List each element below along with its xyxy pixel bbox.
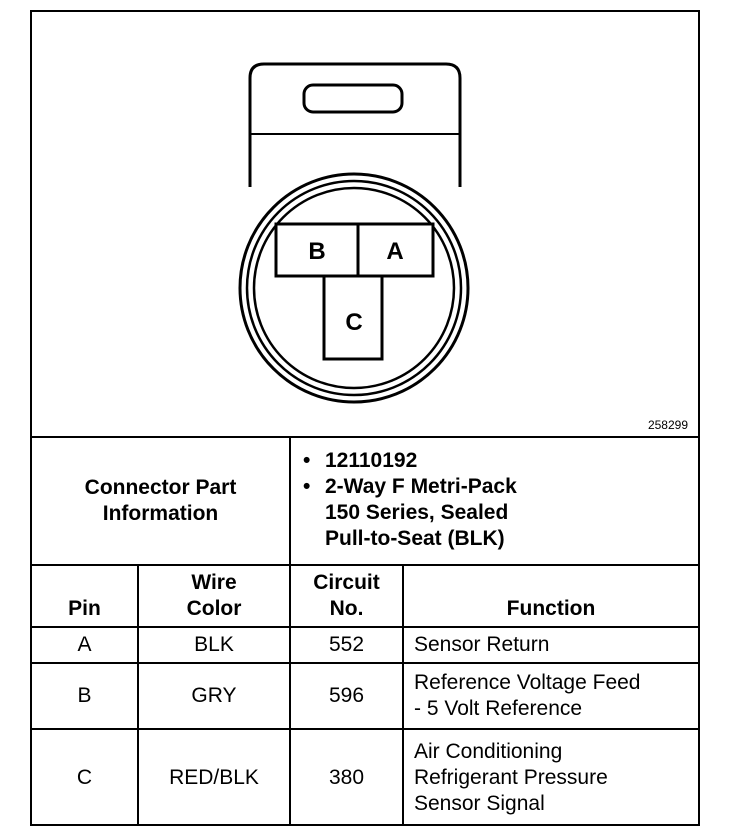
connector-table: Connector Part Information 12110192 2-Wa…	[32, 436, 698, 825]
pin-label-c: C	[345, 309, 362, 336]
figure-id: 258299	[647, 418, 688, 432]
part-description: 2-Way F Metri-Pack 150 Series, Sealed Pu…	[303, 474, 698, 552]
cell-function: Air Conditioning Refrigerant Pressure Se…	[402, 728, 698, 825]
cell-circuit: 552	[289, 626, 404, 664]
header-circuit: Circuit No.	[289, 564, 404, 628]
cavity-a	[356, 222, 435, 278]
pin-label-a: A	[386, 238, 403, 265]
connector-info-row: Connector Part Information 12110192 2-Wa…	[32, 436, 698, 566]
cell-wire-color: BLK	[137, 626, 291, 664]
cell-wire-color: RED/BLK	[137, 728, 291, 825]
table-row: A BLK 552 Sensor Return	[32, 626, 698, 664]
cell-function: Sensor Return	[402, 626, 698, 664]
cell-pin: B	[32, 662, 139, 730]
cavity-c	[322, 274, 384, 361]
connector-face-drawing: B A C	[238, 62, 470, 404]
connector-sheet: B A C 258299 Connector Part Information …	[30, 10, 700, 826]
header-pin: Pin	[32, 564, 139, 628]
connector-diagram: B A C 258299	[32, 12, 698, 436]
connector-latch	[302, 83, 404, 114]
connector-part-label: Connector Part Information	[32, 436, 291, 566]
cell-circuit: 380	[289, 728, 404, 825]
part-number: 12110192	[303, 448, 698, 474]
table-header-row: Pin Wire Color Circuit No. Function	[32, 564, 698, 628]
header-function: Function	[402, 564, 698, 628]
table-row: C RED/BLK 380 Air Conditioning Refrigera…	[32, 728, 698, 825]
header-wire-color: Wire Color	[137, 564, 291, 628]
cell-function: Reference Voltage Feed - 5 Volt Referenc…	[402, 662, 698, 730]
connector-housing	[248, 62, 462, 187]
inner-ring	[252, 186, 456, 390]
cell-circuit: 596	[289, 662, 404, 730]
connector-part-info: 12110192 2-Way F Metri-Pack 150 Series, …	[289, 436, 698, 566]
pin-label-b: B	[308, 238, 325, 265]
cell-pin: A	[32, 626, 139, 664]
middle-ring	[245, 179, 463, 397]
cell-pin: C	[32, 728, 139, 825]
table-row: B GRY 596 Reference Voltage Feed - 5 Vol…	[32, 662, 698, 730]
cell-wire-color: GRY	[137, 662, 291, 730]
